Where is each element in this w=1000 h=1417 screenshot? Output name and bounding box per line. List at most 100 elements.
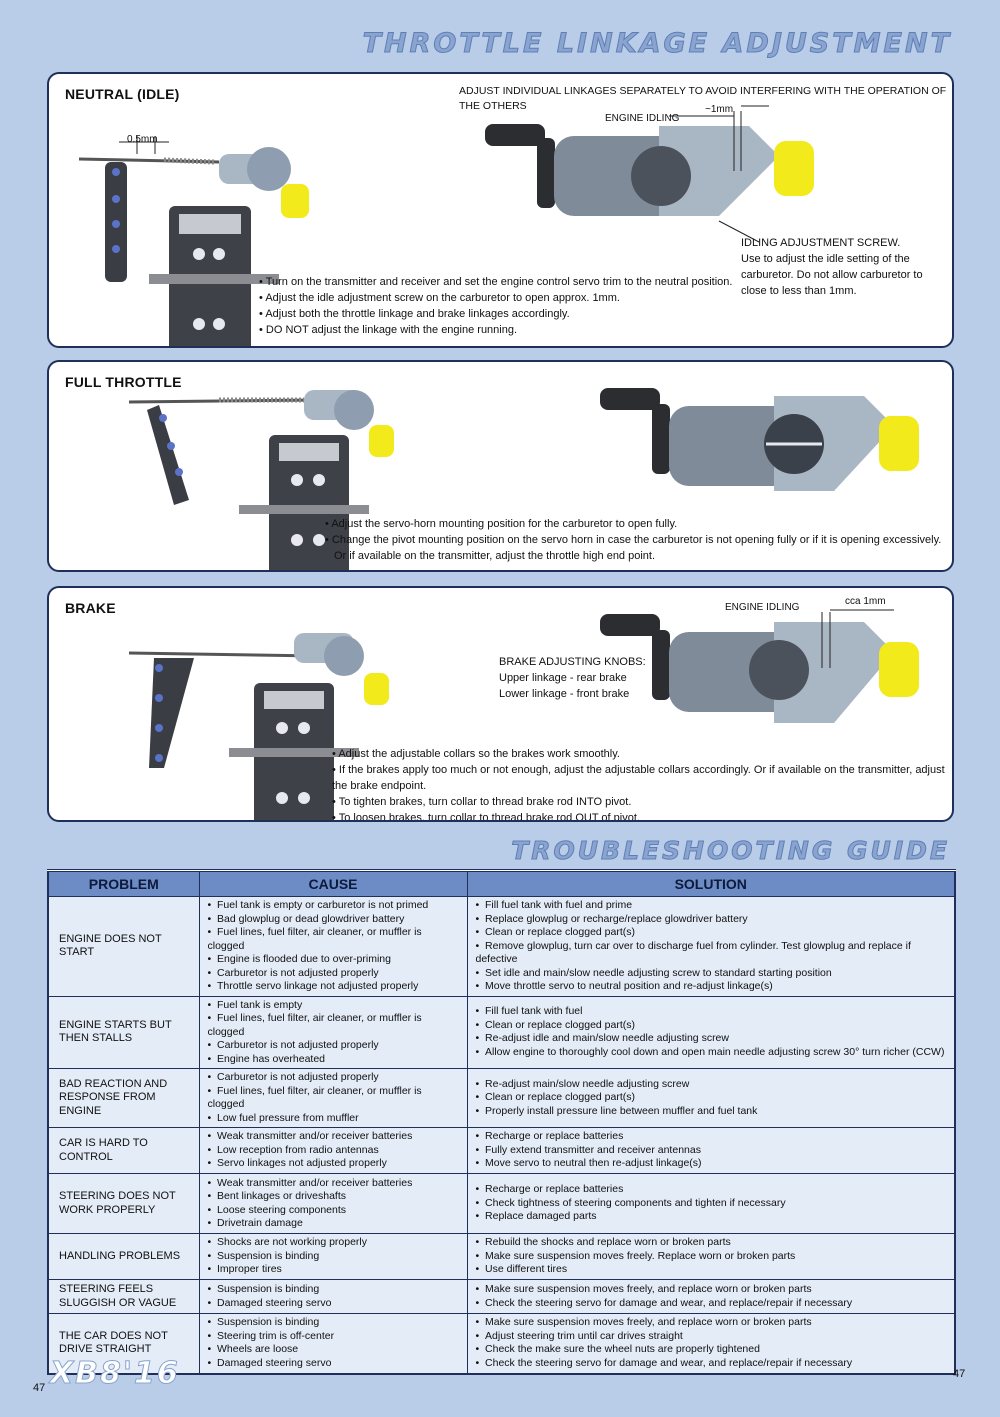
solution-item: Check the make sure the wheel nuts are p…	[476, 1343, 947, 1357]
neutral-top-note: ADJUST INDIVIDUAL LINKAGES SEPARATELY TO…	[459, 85, 947, 112]
neutral-linkage-diagram	[78, 136, 309, 346]
solution-item: Properly install pressure line between m…	[476, 1105, 947, 1119]
solution-item: Move throttle servo to neutral position …	[476, 980, 947, 994]
brake-knobs-line: Lower linkage - front brake	[499, 688, 630, 700]
problem-cell: THE CAR DOES NOT DRIVE STRAIGHT	[47, 1313, 200, 1374]
solution-item: Recharge or replace batteries	[476, 1183, 947, 1197]
engine-idling-label: ENGINE IDLING	[605, 113, 680, 124]
table-header-row: PROBLEM CAUSE SOLUTION	[47, 869, 956, 897]
cause-item: Damaged steering servo	[208, 1297, 459, 1311]
solution-item: Make sure suspension moves freely, and r…	[476, 1316, 947, 1330]
solution-item: Replace damaged parts	[476, 1210, 947, 1224]
solution-item: Move servo to neutral then re-adjust lin…	[476, 1157, 947, 1171]
cause-item: Steering trim is off-center	[208, 1330, 459, 1344]
solution-item: Re-adjust main/slow needle adjusting scr…	[476, 1078, 947, 1092]
cause-cell: Weak transmitter and/or receiver batteri…	[198, 1127, 468, 1174]
cause-item: Fuel tank is empty or carburetor is not …	[208, 899, 459, 913]
problem-cell: STEERING FEELS SLUGGISH OR VAGUE	[47, 1279, 200, 1314]
brake-bullet: If the brakes apply too much or not enou…	[332, 762, 952, 794]
cause-item: Low reception from radio antennas	[208, 1144, 459, 1158]
table-row: ENGINE DOES NOT START Fuel tank is empty…	[47, 896, 956, 997]
full-throttle-bullets: Adjust the servo-horn mounting position …	[325, 516, 941, 564]
xb8-logo: XB8'16	[50, 1356, 180, 1392]
table-row: BAD REACTION AND RESPONSE FROM ENGINE Ca…	[47, 1068, 956, 1128]
idle-screw-line-2: carburetor. Do not allow carburetor to	[741, 269, 923, 281]
brake-dim-label: cca 1mm	[845, 596, 886, 607]
solution-item: Allow engine to thoroughly cool down and…	[476, 1046, 947, 1060]
problem-cell: ENGINE DOES NOT START	[47, 896, 200, 997]
table-row: ENGINE STARTS BUT THEN STALLS Fuel tank …	[47, 995, 956, 1069]
solution-item: Check tightness of steering components a…	[476, 1197, 947, 1211]
full-throttle-title: FULL THROTTLE	[65, 374, 182, 390]
solution-item: Use different tires	[476, 1263, 947, 1277]
cause-cell: Shocks are not working properly Suspensi…	[198, 1233, 468, 1280]
header-cause: CAUSE	[198, 869, 468, 897]
neutral-bullets: Turn on the transmitter and receiver and…	[259, 274, 732, 338]
solution-item: Re-adjust idle and main/slow needle adju…	[476, 1032, 947, 1046]
cause-item: Weak transmitter and/or receiver batteri…	[208, 1177, 459, 1191]
dim-label-right: ~1mm	[705, 104, 734, 115]
solution-item: Clean or replace clogged part(s)	[476, 1019, 947, 1033]
idle-screw-line-3: close to less than 1mm.	[741, 285, 857, 297]
cause-item: Bad glowplug or dead glowdriver battery	[208, 913, 459, 927]
solution-cell: Make sure suspension moves freely, and r…	[466, 1279, 956, 1314]
cause-item: Damaged steering servo	[208, 1357, 459, 1371]
neutral-title: NEUTRAL (IDLE)	[65, 86, 180, 102]
solution-item: Check the steering servo for damage and …	[476, 1357, 947, 1371]
full-throttle-bullet: Change the pivot mounting position on th…	[325, 532, 941, 548]
cause-item: Servo linkages not adjusted properly	[208, 1157, 459, 1171]
solution-cell: Rebuild the shocks and replace worn or b…	[466, 1233, 956, 1280]
solution-cell: Make sure suspension moves freely, and r…	[466, 1313, 956, 1374]
solution-cell: Recharge or replace batteries Check tigh…	[466, 1173, 956, 1234]
cause-item: Improper tires	[208, 1263, 459, 1277]
header-problem: PROBLEM	[47, 869, 200, 897]
cause-item: Carburetor is not adjusted properly	[208, 1071, 459, 1085]
brake-bullet: To tighten brakes, turn collar to thread…	[332, 794, 952, 810]
solution-cell: Fill fuel tank with fuel and prime Repla…	[466, 896, 956, 997]
solution-item: Fill fuel tank with fuel	[476, 1005, 947, 1019]
problem-cell: STEERING DOES NOT WORK PROPERLY	[47, 1173, 200, 1234]
table-row: THE CAR DOES NOT DRIVE STRAIGHT Suspensi…	[47, 1313, 956, 1374]
cause-cell: Suspension is binding Steering trim is o…	[198, 1313, 468, 1374]
problem-cell: HANDLING PROBLEMS	[47, 1233, 200, 1280]
solution-item: Recharge or replace batteries	[476, 1130, 947, 1144]
cause-cell: Fuel tank is empty or carburetor is not …	[198, 896, 468, 997]
table-row: CAR IS HARD TO CONTROL Weak transmitter …	[47, 1127, 956, 1174]
page-number-right: 47	[953, 1368, 966, 1380]
solution-item: Make sure suspension moves freely, and r…	[476, 1283, 947, 1297]
brake-panel: BRAKE BRAKE ADJUSTING KNOBS: Upper linka…	[47, 586, 954, 822]
brake-bullet: To loosen brakes, turn collar to thread …	[332, 810, 952, 820]
header-solution: SOLUTION	[466, 869, 956, 897]
cause-item: Carburetor is not adjusted properly	[208, 967, 459, 981]
neutral-bullet: Turn on the transmitter and receiver and…	[259, 274, 733, 290]
cause-item: Throttle servo linkage not adjusted prop…	[208, 980, 459, 994]
brake-bullet: Adjust the adjustable collars so the bra…	[332, 746, 952, 762]
problem-cell: BAD REACTION AND RESPONSE FROM ENGINE	[47, 1068, 200, 1128]
solution-item: Remove glowplug, turn car over to discha…	[476, 940, 947, 967]
brake-linkage-diagram	[128, 633, 389, 820]
cause-cell: Fuel tank is empty Fuel lines, fuel filt…	[198, 995, 468, 1069]
cause-item: Fuel lines, fuel filter, air cleaner, or…	[208, 1012, 459, 1039]
cause-item: Carburetor is not adjusted properly	[208, 1039, 459, 1053]
solution-item: Rebuild the shocks and replace worn or b…	[476, 1236, 947, 1250]
full-throttle-bullet: Adjust the servo-horn mounting position …	[325, 516, 941, 532]
page-number-left: 47	[33, 1382, 46, 1394]
brake-knobs-title: BRAKE ADJUSTING KNOBS:	[499, 656, 646, 668]
cause-item: Suspension is binding	[208, 1250, 459, 1264]
cause-cell: Carburetor is not adjusted properly Fuel…	[198, 1068, 468, 1128]
cause-item: Fuel tank is empty	[208, 999, 459, 1013]
brake-carb-diagram	[600, 609, 919, 723]
neutral-bullet: DO NOT adjust the linkage with the engin…	[259, 322, 732, 338]
table-row: HANDLING PROBLEMS Shocks are not working…	[47, 1233, 956, 1280]
solution-item: Fill fuel tank with fuel and prime	[476, 899, 947, 913]
cause-item: Bent linkages or driveshafts	[208, 1190, 459, 1204]
brake-title: BRAKE	[65, 600, 116, 616]
idle-screw-title: IDLING ADJUSTMENT SCREW.	[741, 237, 901, 249]
solution-item: Check the steering servo for damage and …	[476, 1297, 947, 1311]
neutral-bullet: Adjust the idle adjustment screw on the …	[259, 290, 732, 306]
cause-item: Loose steering components	[208, 1204, 459, 1218]
cause-item: Fuel lines, fuel filter, air cleaner, or…	[208, 1085, 459, 1112]
problem-cell: CAR IS HARD TO CONTROL	[47, 1127, 200, 1174]
brake-knobs-line: Upper linkage - rear brake	[499, 672, 627, 684]
table-row: STEERING FEELS SLUGGISH OR VAGUE Suspens…	[47, 1279, 956, 1314]
